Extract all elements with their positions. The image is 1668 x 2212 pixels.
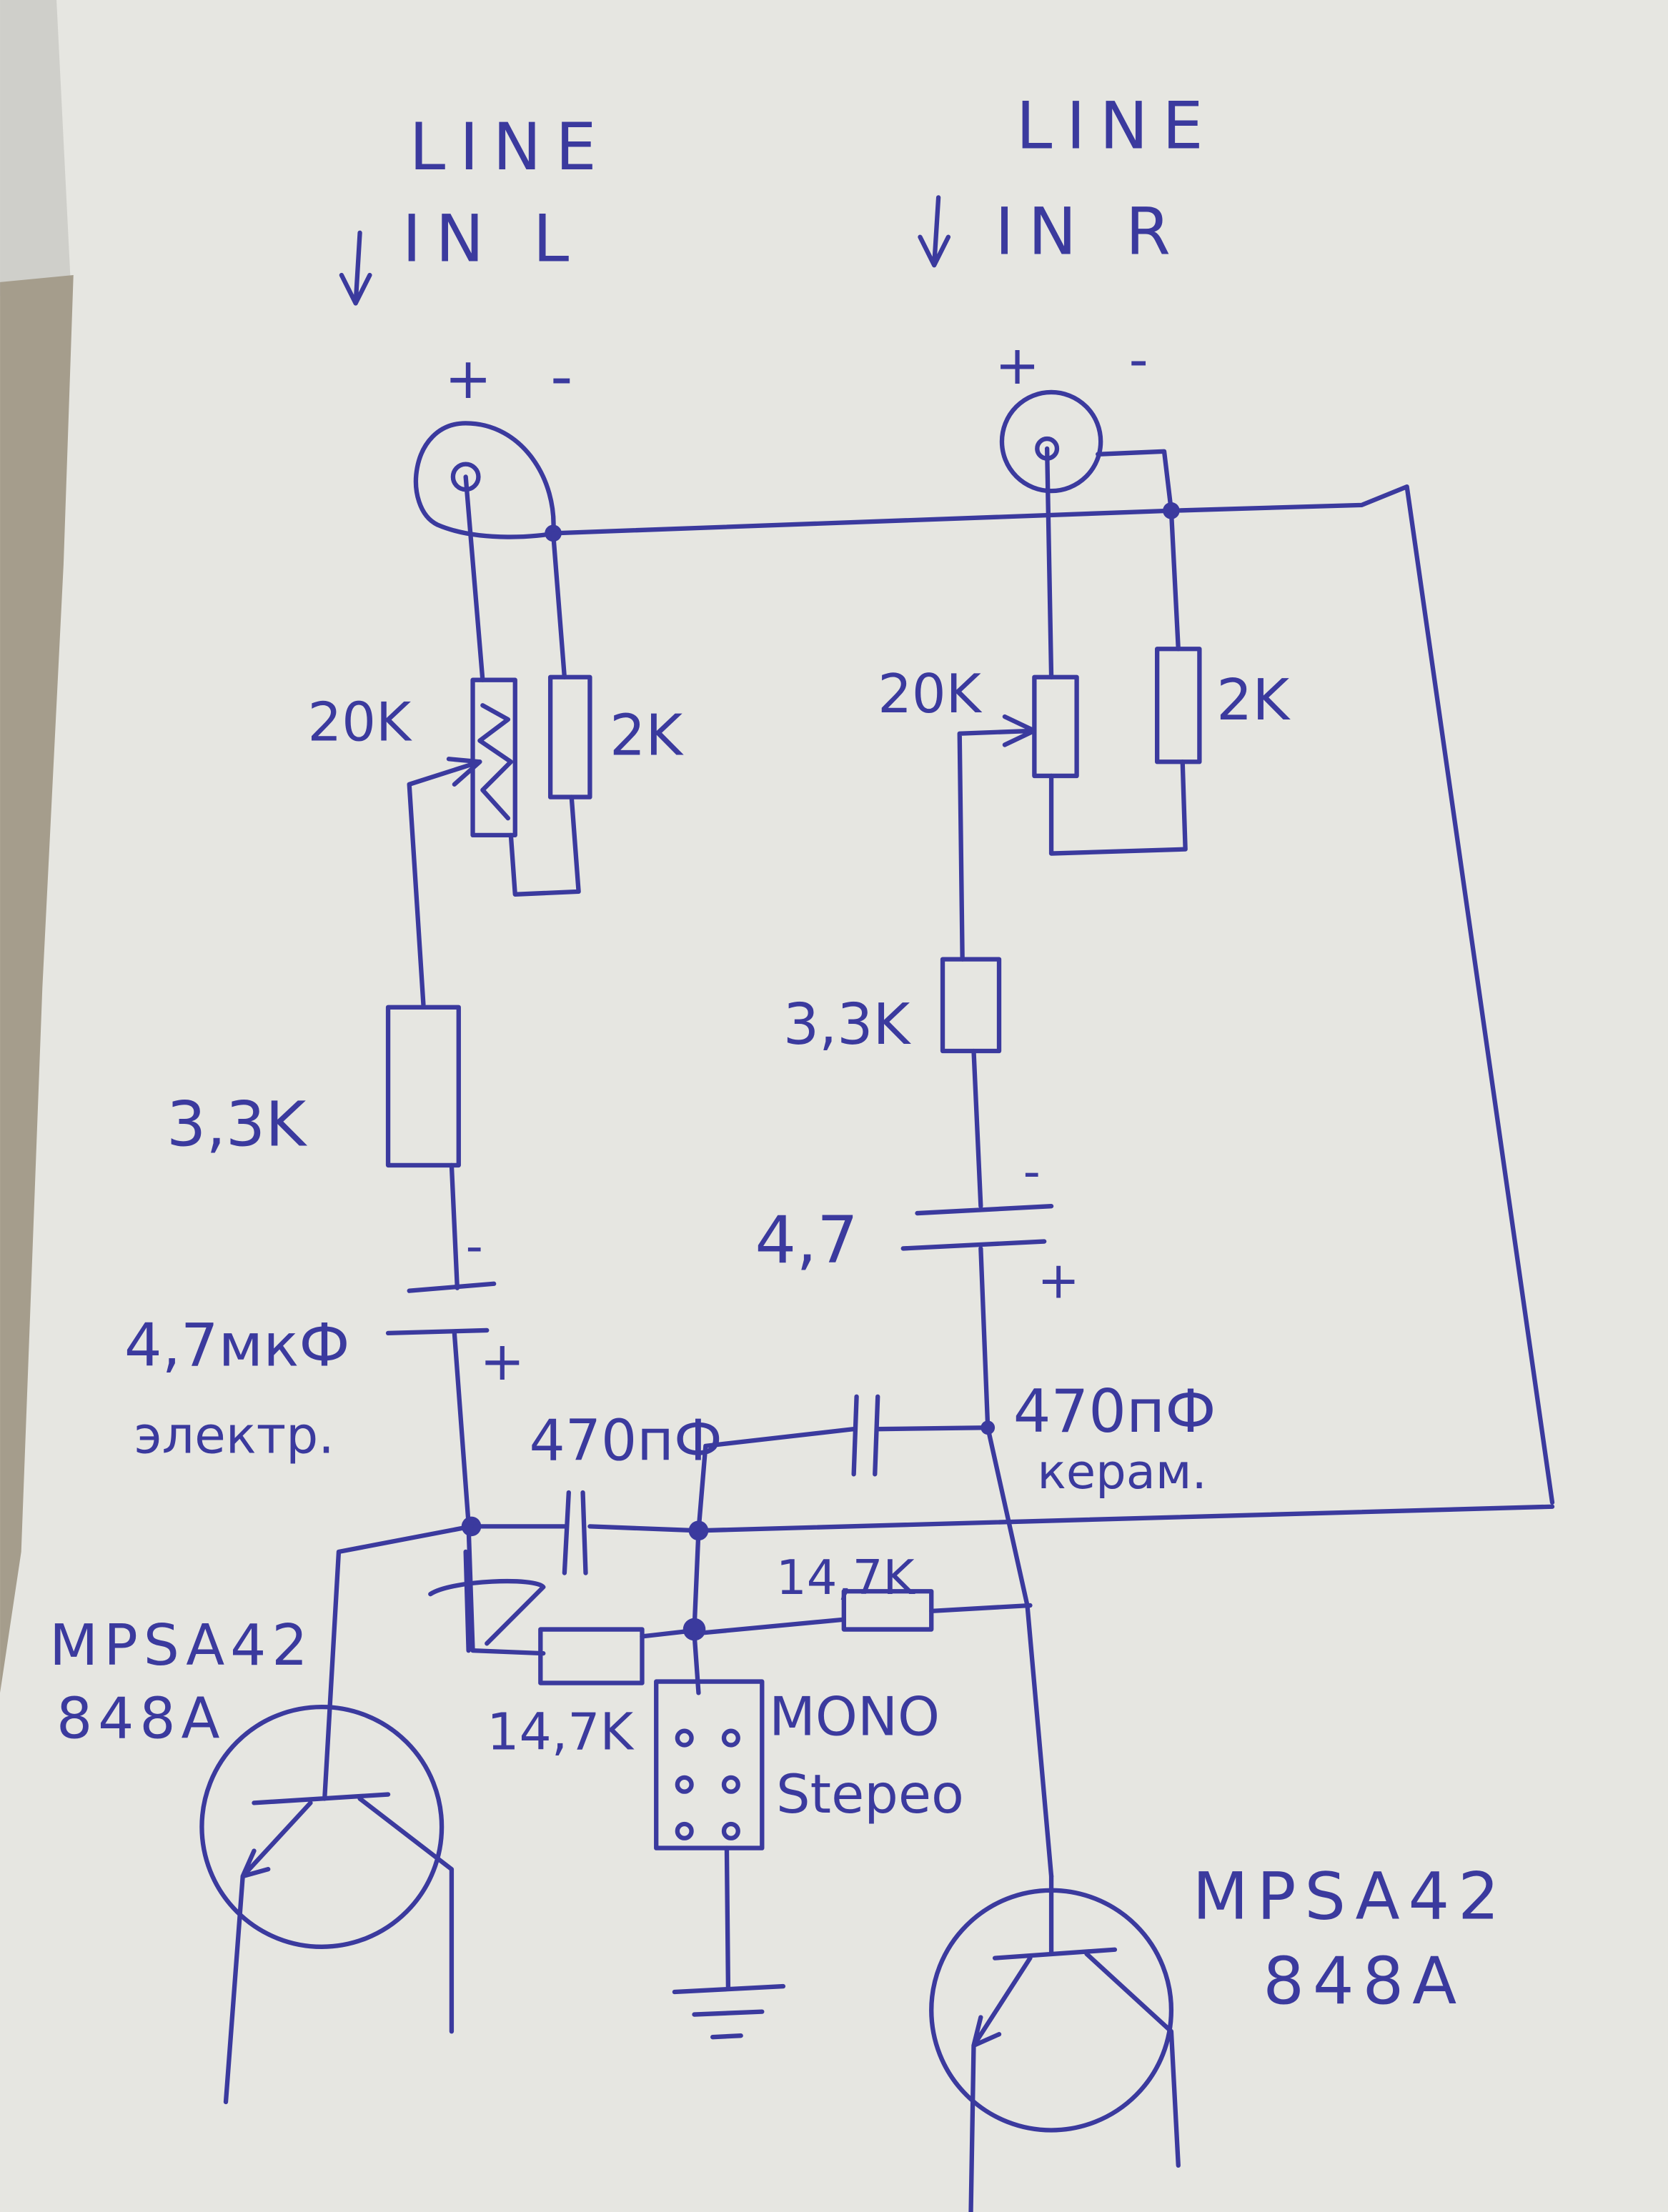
- right-in-label: IN R: [995, 194, 1185, 269]
- left-transistor-label: MPSA42: [49, 1613, 313, 1678]
- right-pot-wiper: [957, 714, 1037, 962]
- left-resistor-2k: [547, 674, 592, 799]
- right-pot-20k: [1032, 674, 1079, 779]
- left-cap-plus: +: [480, 1330, 525, 1393]
- left-electrolytic-cap: [385, 1281, 497, 1336]
- right-input-jack: [999, 389, 1103, 494]
- switch-stereo-label: Stepeo: [776, 1763, 964, 1825]
- left-input-arrow-icon: [339, 230, 372, 306]
- left-cap-minus: -: [466, 1218, 483, 1274]
- right-3k3-label: 3,3K: [783, 992, 912, 1057]
- right-pot-label: 20K: [878, 662, 982, 725]
- left-coupling-cap-label: 470пФ: [530, 1408, 723, 1474]
- switch-mono-label: MONO: [769, 1685, 940, 1748]
- scribble: [428, 1549, 546, 1653]
- right-electrolytic-cap: [900, 1204, 1054, 1251]
- left-input-jack: [413, 421, 556, 539]
- left-3k3-label: 3,3K: [167, 1088, 307, 1160]
- left-pot-wiper: [407, 757, 482, 1007]
- left-transistor: [199, 1704, 445, 1949]
- right-resistor-3k3: [940, 957, 1002, 1054]
- left-plus-label: +: [445, 346, 492, 412]
- right-transistor-code: 848A: [1263, 1944, 1465, 2019]
- left-cap-value: 4,7мкФ: [124, 1310, 350, 1380]
- left-pot-label: 20K: [308, 691, 412, 754]
- left-cap-type: электр.: [134, 1406, 334, 1465]
- left-feedback-resistor: [538, 1627, 645, 1685]
- right-line-label: LINE: [1016, 89, 1218, 164]
- left-pot-20k: [470, 677, 517, 838]
- left-resistor-3k3: [385, 1005, 461, 1168]
- right-plus-label: +: [995, 334, 1040, 397]
- right-feedback-resistor: [841, 1589, 934, 1632]
- left-line-label: LINE: [409, 110, 611, 185]
- left-minus-label: -: [550, 341, 572, 413]
- right-transistor-label: MPSA42: [1193, 1859, 1508, 1934]
- left-2k-label: 2K: [610, 702, 684, 768]
- mono-stereo-switch[interactable]: [654, 1631, 765, 1850]
- paper-edge: [0, 0, 71, 297]
- right-coupling-cap-label: 470пФ: [1013, 1377, 1216, 1446]
- left-transistor-code: 848A: [56, 1686, 225, 1752]
- right-input-arrow-icon: [918, 195, 951, 268]
- right-cap-value: 4,7: [755, 1203, 858, 1278]
- left-feedback-resistor-label: 14,7K: [487, 1702, 635, 1761]
- right-cap-type: керам.: [1037, 1444, 1207, 1500]
- ground-icon: [672, 1845, 786, 2040]
- right-coupling-cap: [696, 1394, 991, 1533]
- right-feedback-resistor-label: 14,7K: [776, 1550, 915, 1605]
- ground-bus-wire: [550, 484, 1555, 1505]
- right-2k-label: 2K: [1216, 667, 1291, 733]
- right-cap-minus: -: [1023, 1144, 1041, 1200]
- right-cap-plus: +: [1037, 1251, 1080, 1310]
- left-in-label: IN L: [402, 201, 583, 276]
- right-minus-label: -: [1129, 328, 1148, 391]
- fabric-background: [0, 275, 74, 1693]
- right-resistor-2k: [1154, 647, 1202, 764]
